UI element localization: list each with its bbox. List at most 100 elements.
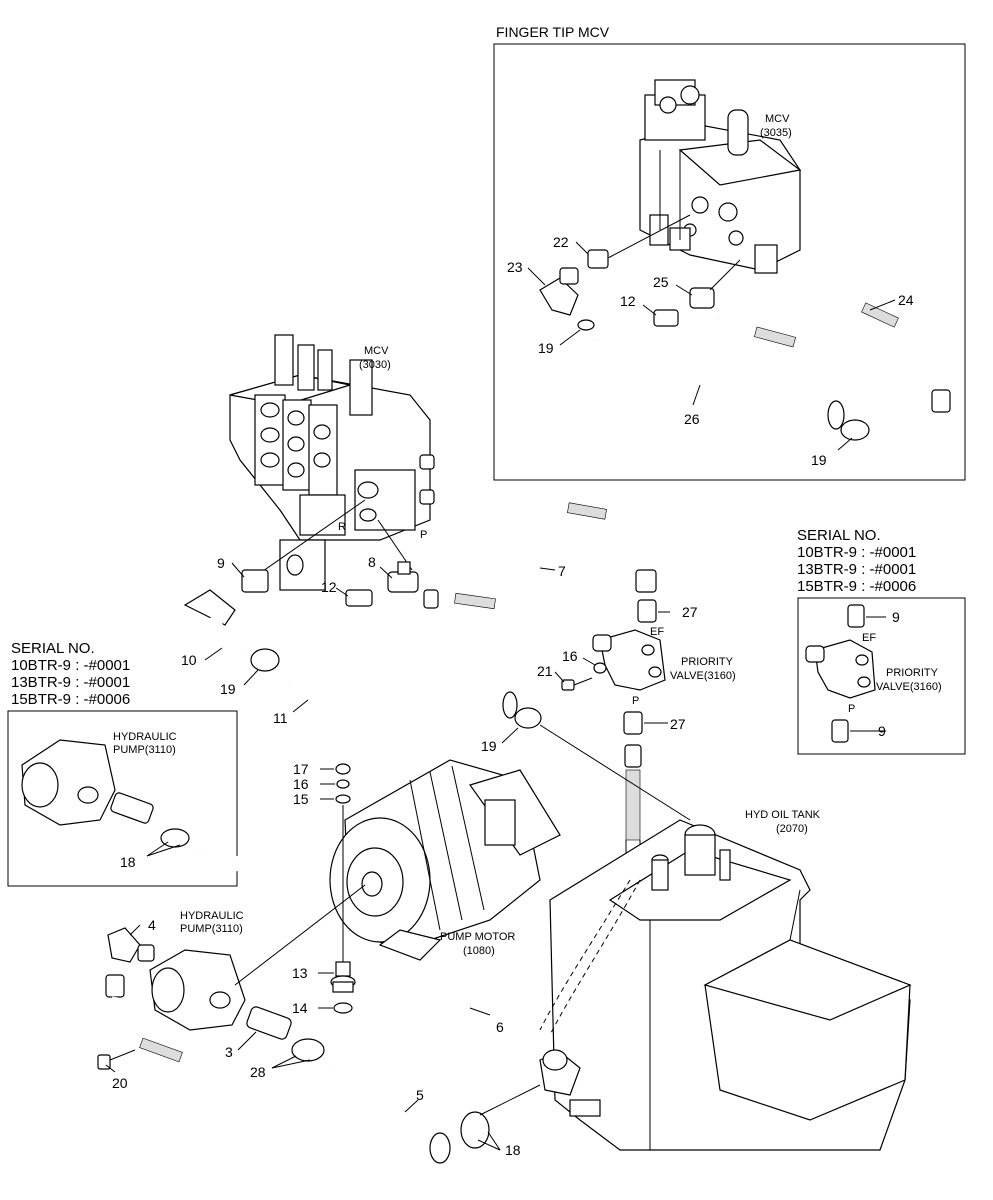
callout-8: 8 bbox=[368, 554, 376, 570]
priority-valve-name: PRIORITY bbox=[681, 656, 734, 668]
clamp-19-bottom bbox=[840, 419, 870, 441]
finger-tip-title: FINGER TIP MCV bbox=[496, 24, 610, 40]
priority-port-p: P bbox=[632, 695, 639, 707]
clamp-19-right bbox=[514, 707, 542, 729]
serial-left-line-2: 13BTR-9 : -#0001 bbox=[11, 674, 130, 691]
callout-10: 10 bbox=[181, 652, 197, 668]
callout-19-fingertip-a: 19 bbox=[538, 340, 554, 356]
fitting-9 bbox=[241, 569, 269, 593]
main-mcv-name: MCV bbox=[364, 345, 389, 357]
elbow-4 bbox=[107, 927, 155, 963]
callout-11: 11 bbox=[273, 710, 288, 726]
hyd-oil-tank bbox=[539, 819, 912, 1151]
callout-17: 17 bbox=[293, 761, 309, 777]
fitting-22 bbox=[587, 214, 691, 269]
hose-11 bbox=[286, 666, 518, 719]
tee-8 bbox=[387, 561, 419, 593]
fitting-27-bottom bbox=[623, 711, 643, 735]
fitting-3 bbox=[246, 1006, 292, 1040]
hose-26 bbox=[590, 329, 845, 430]
serial-left-title: SERIAL NO. bbox=[11, 640, 95, 657]
serial-left-inset: SERIAL NO. 10BTR-9 : -#0001 13BTR-9 : -#… bbox=[7, 640, 246, 887]
callout-6: 6 bbox=[496, 1019, 504, 1035]
callout-19-right: 19 bbox=[481, 738, 497, 754]
main-mcv-assembly bbox=[229, 334, 435, 591]
hydraulic-pump-name: HYDRAULIC bbox=[180, 910, 244, 922]
serial-right-line-3: 15BTR-9 : -#0006 bbox=[797, 578, 916, 595]
main-mcv-port-p: P bbox=[420, 529, 427, 541]
callout-21: 21 bbox=[537, 663, 553, 679]
hose-24 bbox=[716, 299, 951, 413]
serial-left-pump-name: HYDRAULIC bbox=[113, 731, 177, 743]
hydraulic-pump-code: PUMP(3110) bbox=[180, 923, 243, 935]
callout-12: 12 bbox=[321, 579, 337, 595]
serial-left-line-1: 10BTR-9 : -#0001 bbox=[11, 657, 130, 674]
callout-24: 24 bbox=[898, 292, 914, 308]
mount-13 bbox=[330, 961, 356, 993]
callout-12-fingertip: 12 bbox=[620, 293, 636, 309]
serial-right-port-p: P bbox=[848, 703, 855, 715]
finger-tip-mcv-name: MCV bbox=[765, 113, 790, 125]
serial-right-valve-code: VALVE(3160) bbox=[876, 681, 942, 693]
priority-valve-code: VALVE(3160) bbox=[670, 670, 736, 682]
finger-tip-mcv-inset: FINGER TIP MCV MCV (3035) bbox=[493, 24, 966, 481]
serial-right-title: SERIAL NO. bbox=[797, 527, 881, 544]
priority-port-ef: EF bbox=[650, 626, 664, 638]
callout-19-left: 19 bbox=[220, 681, 236, 697]
hydraulic-pump bbox=[149, 884, 366, 1031]
callout-26: 26 bbox=[684, 411, 700, 427]
fitting-27-top bbox=[637, 599, 657, 623]
serial-right-inset: SERIAL NO. 10BTR-9 : -#0001 13BTR-9 : -#… bbox=[797, 527, 966, 755]
pump-motor-name: PUMP MOTOR bbox=[440, 931, 515, 943]
callout-28: 28 bbox=[250, 1064, 266, 1080]
callout-7: 7 bbox=[558, 563, 566, 579]
clamp-19-left bbox=[250, 648, 280, 672]
tee-25 bbox=[689, 259, 741, 309]
pump-motor-code: (1080) bbox=[463, 945, 495, 957]
serial-right-port-ef: EF bbox=[862, 632, 876, 644]
pump-motor bbox=[329, 759, 561, 961]
serial-left-line-3: 15BTR-9 : -#0006 bbox=[11, 691, 130, 708]
callout-20: 20 bbox=[112, 1075, 128, 1091]
clamp-19-top bbox=[577, 319, 595, 331]
bolt-21 bbox=[561, 677, 593, 691]
callout-5: 5 bbox=[416, 1087, 424, 1103]
clamp-28 bbox=[291, 1038, 325, 1062]
callout-27-bottom: 27 bbox=[670, 716, 686, 732]
serial-left-pump-code: PUMP(3110) bbox=[113, 744, 176, 756]
serial-right-frame bbox=[797, 597, 966, 755]
callout-19-fingertip-b: 19 bbox=[811, 452, 827, 468]
serial-right-line-2: 13BTR-9 : -#0001 bbox=[797, 561, 916, 578]
serial-right-valve-name: PRIORITY bbox=[886, 667, 939, 679]
plug-12 bbox=[653, 309, 679, 327]
hose-tank-line bbox=[624, 744, 642, 880]
callout-13: 13 bbox=[292, 965, 308, 981]
tank-code: (2070) bbox=[776, 823, 808, 835]
finger-tip-mcv-block bbox=[639, 79, 802, 274]
hose-5 bbox=[323, 1052, 451, 1174]
serial-right-line-1: 10BTR-9 : -#0001 bbox=[797, 544, 916, 561]
callout-16-motor: 16 bbox=[293, 776, 309, 792]
elbow-23 bbox=[539, 267, 579, 316]
callout-3: 3 bbox=[225, 1044, 233, 1060]
priority-valve bbox=[592, 629, 666, 691]
callout-18: 18 bbox=[505, 1142, 521, 1158]
clamp-18 bbox=[460, 1111, 490, 1149]
callout-9: 9 bbox=[217, 555, 225, 571]
finger-tip-mcv-code: (3035) bbox=[760, 127, 792, 139]
hose-7 bbox=[423, 501, 657, 610]
callout-23: 23 bbox=[507, 259, 523, 275]
callout-18-serial: 18 bbox=[120, 854, 136, 870]
callout-9-serial-top: 9 bbox=[892, 609, 900, 625]
callout-14: 14 bbox=[292, 1000, 308, 1016]
callout-16: 16 bbox=[562, 648, 578, 664]
tank-name: HYD OIL TANK bbox=[745, 809, 821, 821]
callout-9-serial-bottom: 9 bbox=[878, 723, 886, 739]
main-mcv-port-r: R bbox=[338, 521, 346, 533]
washer-stack bbox=[335, 763, 351, 965]
callout-22: 22 bbox=[553, 234, 569, 250]
finger-tip-frame bbox=[493, 43, 966, 481]
hose-6 bbox=[105, 957, 602, 1102]
main-mcv-code: (3030) bbox=[359, 359, 391, 371]
